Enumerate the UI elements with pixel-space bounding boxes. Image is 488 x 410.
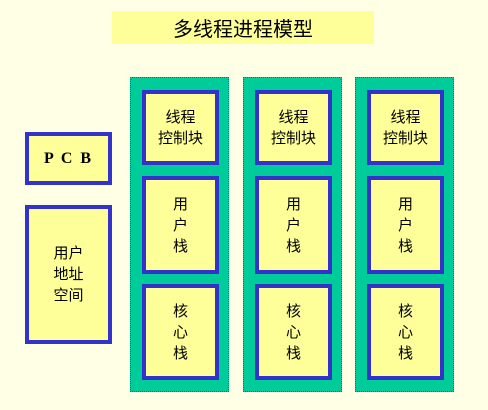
kernel-stack: 核 心 栈 [255, 284, 332, 380]
user-stack: 用 户 栈 [255, 176, 332, 274]
thread-control-block: 线程 控制块 [367, 90, 444, 165]
thread-column-2: 线程 控制块 用 户 栈 核 心 栈 [243, 77, 342, 392]
diagram-title: 多线程进程模型 [112, 11, 374, 44]
thread-column-3: 线程 控制块 用 户 栈 核 心 栈 [355, 77, 454, 392]
kernel-stack: 核 心 栈 [142, 284, 219, 380]
thread-column-1: 线程 控制块 用 户 栈 核 心 栈 [130, 77, 229, 392]
user-stack: 用 户 栈 [367, 176, 444, 274]
pcb-box: P C B [25, 132, 112, 185]
user-address-space-box: 用户 地址 空间 [25, 205, 112, 344]
kernel-stack: 核 心 栈 [367, 284, 444, 380]
thread-control-block: 线程 控制块 [142, 90, 219, 165]
thread-control-block: 线程 控制块 [255, 90, 332, 165]
user-stack: 用 户 栈 [142, 176, 219, 274]
